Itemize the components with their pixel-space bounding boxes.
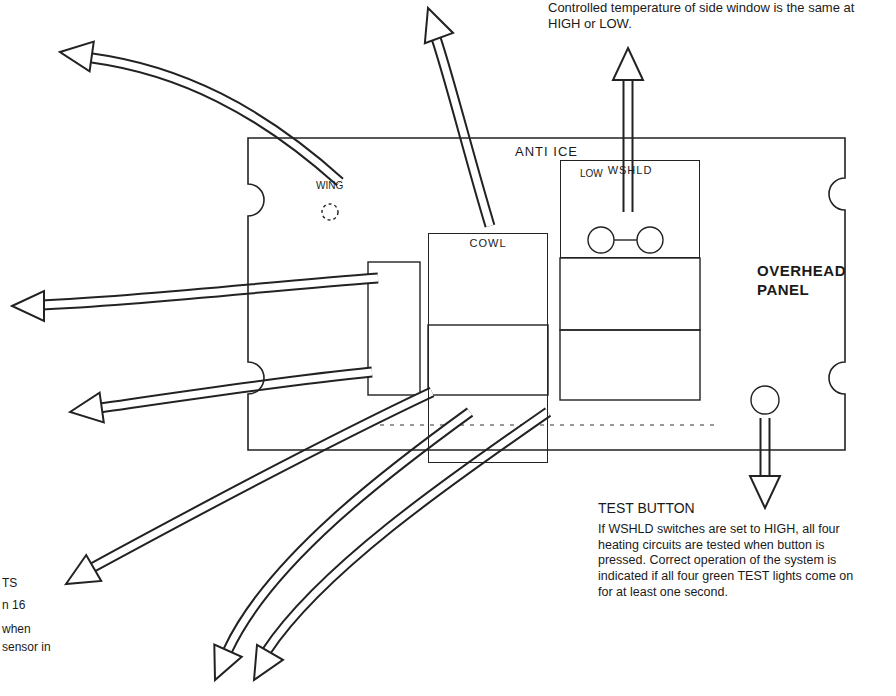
arrow-head: [70, 393, 104, 423]
callout-arrow: [266, 412, 548, 652]
arrow-head: [66, 555, 101, 584]
switch-box: [428, 325, 548, 395]
arrow-head: [750, 476, 780, 508]
callout-arrow: [760, 418, 771, 478]
indicator-light: [322, 204, 338, 220]
panel-heading: COWL: [432, 237, 544, 249]
callout-note: Controlled temperature of side window is…: [548, 0, 878, 33]
callout-arrow-fill: [100, 372, 372, 408]
arrow-head: [12, 291, 44, 321]
switch-symbol: [637, 227, 663, 253]
switch-symbol: [588, 227, 614, 253]
callout-heading: TEST BUTTON: [598, 500, 868, 518]
cut-text: n 16: [2, 598, 42, 613]
callout-arrow-fill: [42, 278, 378, 305]
arrow-head: [425, 8, 453, 43]
switch-box: [560, 330, 700, 400]
cowl-box: COWL: [428, 233, 548, 463]
panel-heading: ANTI ICE: [254, 144, 839, 159]
callout-arrow-fill: [762, 418, 769, 478]
cut-text: when: [2, 622, 62, 637]
panel-border: [248, 138, 845, 450]
callout-arrow: [92, 58, 340, 182]
arrow-head: [254, 645, 283, 680]
arrow-head: [60, 42, 94, 72]
callout-arrow: [436, 38, 490, 226]
cut-text: TS: [2, 576, 42, 591]
arrow-head: [214, 645, 241, 680]
switch-box: [560, 258, 700, 330]
switch-symbol: [614, 239, 637, 240]
callout-arrow-fill: [228, 412, 470, 650]
panel-legend: WING: [316, 180, 376, 193]
panel-name: OVERHEAD PANEL: [757, 262, 857, 300]
faint-text-row: [380, 424, 720, 425]
callout-arrow-fill: [92, 58, 340, 182]
callout-arrow: [42, 278, 378, 305]
callout-arrow: [100, 372, 372, 408]
callout-note: If WSHLD switches are set to HIGH, all f…: [598, 522, 870, 600]
callout-arrow: [228, 412, 470, 650]
cut-text: sensor in: [2, 640, 82, 655]
callout-arrow-fill: [625, 78, 632, 212]
test-button: [751, 386, 779, 414]
callout-arrow-fill: [266, 412, 548, 652]
arrow-head: [613, 48, 643, 80]
callout-arrow: [623, 78, 634, 212]
panel-legend: LOW: [580, 168, 620, 181]
callout-arrow-fill: [436, 38, 490, 226]
